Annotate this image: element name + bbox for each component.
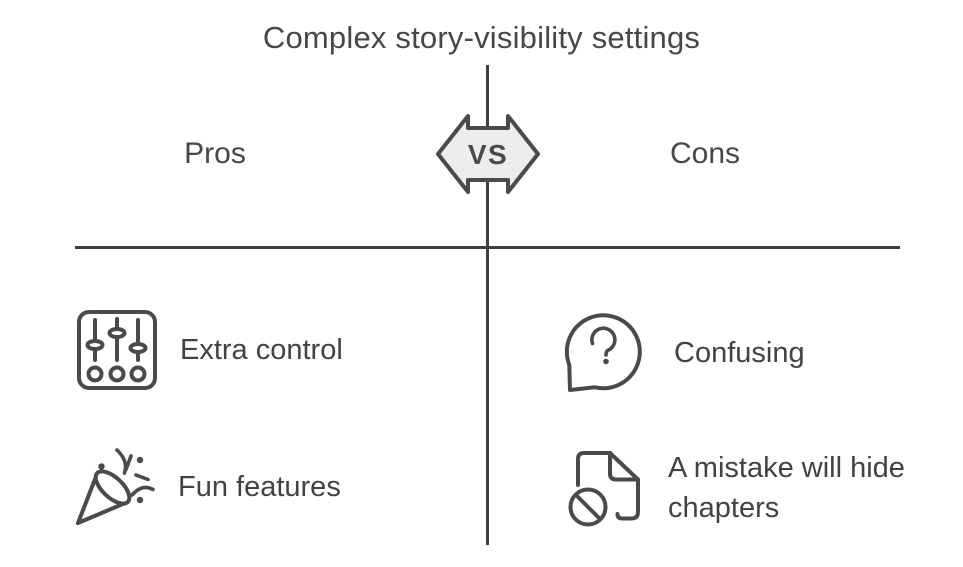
party-popper-icon [76, 448, 155, 525]
question-bubble-icon [565, 313, 642, 392]
list-item: Confusing [565, 307, 805, 399]
item-label: Fun features [178, 471, 341, 503]
vs-arrow-shape [436, 114, 540, 194]
sliders-icon [77, 310, 157, 390]
pros-column-header: Pros [184, 137, 246, 170]
item-label: A mistake will hide chapters [668, 451, 905, 524]
item-label: Extra control [180, 334, 343, 366]
list-item: Extra control [77, 305, 343, 395]
page-title: Complex story-visibility settings [262, 20, 701, 55]
cons-column-header: Cons [669, 137, 741, 170]
vs-badge: VS [436, 114, 540, 194]
list-item: Fun features [62, 437, 341, 537]
vertical-divider [486, 65, 489, 545]
document-blocked-icon [568, 450, 640, 526]
item-label: Confusing [674, 337, 805, 369]
horizontal-divider [75, 246, 900, 249]
vs-badge-label: VS [468, 139, 508, 170]
list-item: A mistake will hide chapters [560, 440, 908, 535]
